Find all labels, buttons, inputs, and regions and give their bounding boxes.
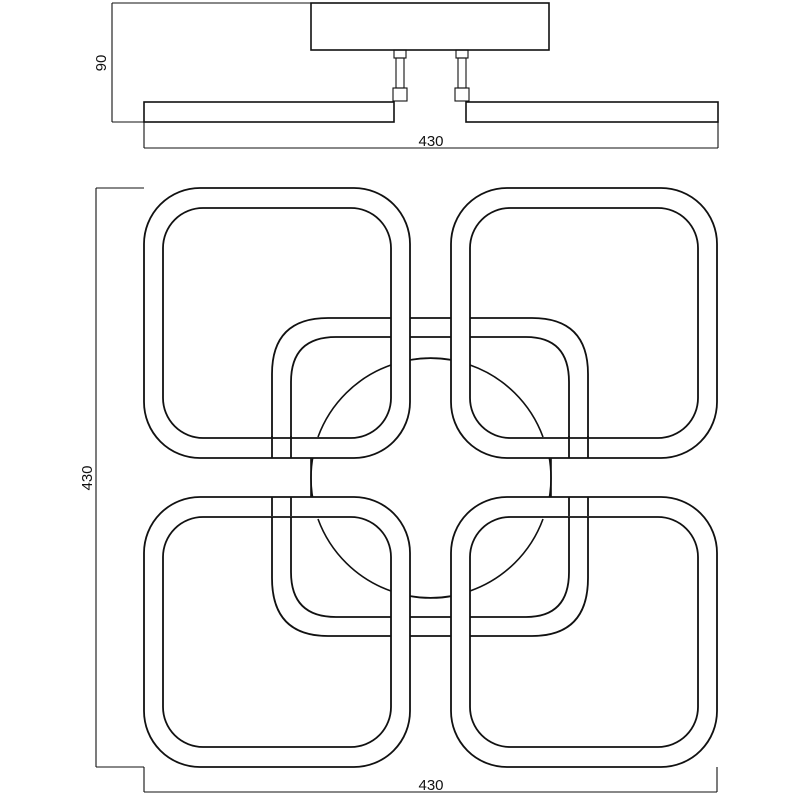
width-dimension-top: 430 <box>143 767 718 794</box>
height-dimension-top: 430 <box>79 187 144 768</box>
square-ring-top-left <box>143 187 411 459</box>
side-height-label: 90 <box>93 55 110 72</box>
side-panel-right <box>465 101 719 123</box>
square-ring-bottom-left <box>143 496 411 768</box>
side-width-label: 430 <box>418 133 443 150</box>
side-view: 90 430 <box>93 2 719 150</box>
inner-ring-overlay <box>271 317 589 637</box>
side-panel-left <box>143 101 395 123</box>
square-ring-bottom-right <box>450 496 718 768</box>
height-dimension-side: 90 <box>93 2 311 123</box>
square-ring-top-right <box>450 187 718 459</box>
mount-stem-left <box>392 49 408 102</box>
top-height-label: 430 <box>79 465 96 490</box>
top-width-label: 430 <box>418 777 443 794</box>
top-view: 430 430 <box>79 187 718 794</box>
width-dimension-side: 430 <box>143 122 719 150</box>
canopy <box>310 2 550 51</box>
mount-stem-right <box>454 49 470 102</box>
